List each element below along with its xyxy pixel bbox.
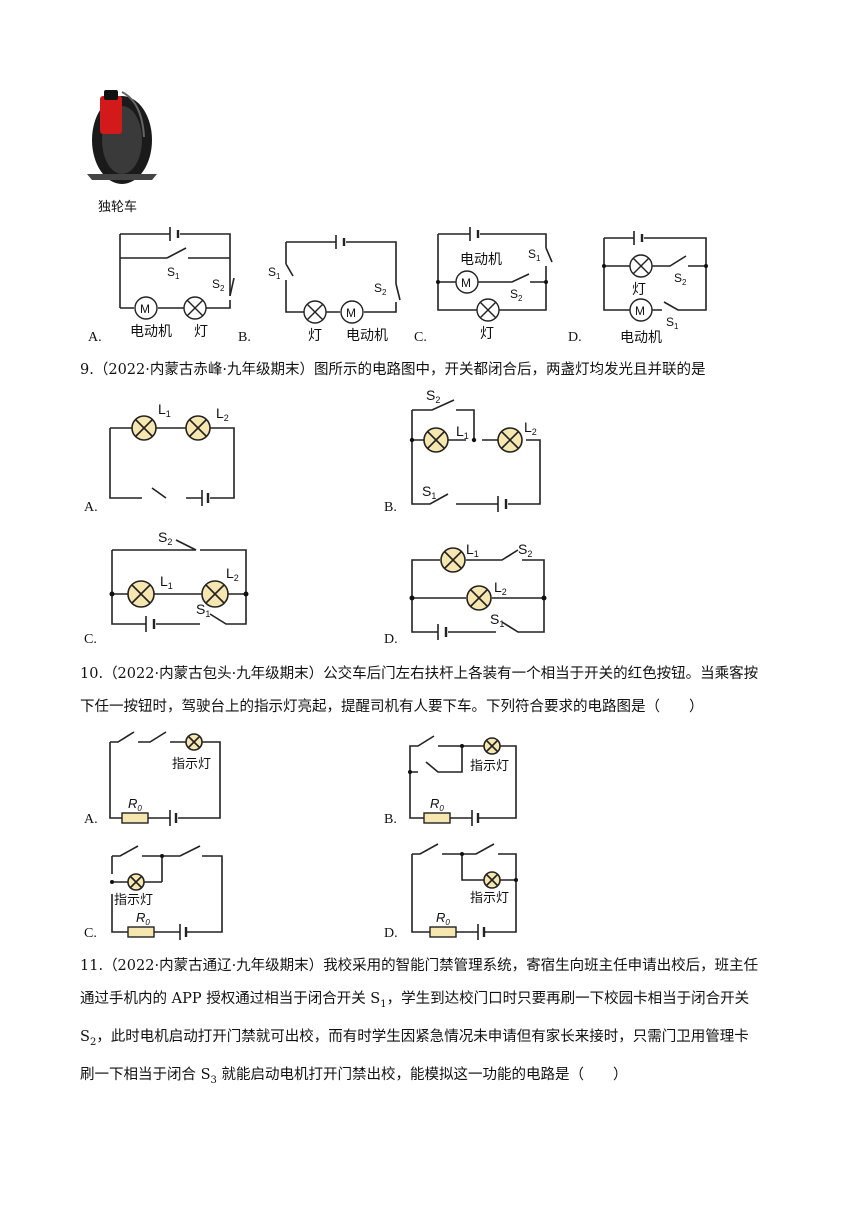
svg-text:指示灯: 指示灯 [172, 756, 211, 771]
svg-text:指示灯: 指示灯 [470, 890, 509, 905]
svg-text:R0: R0 [430, 796, 444, 813]
svg-text:L2: L2 [216, 405, 229, 423]
svg-text:S2: S2 [374, 281, 387, 297]
q9-option-b-label[interactable]: B. [384, 500, 397, 515]
q8-option-a-diagram: M S1 S2 电动机 灯 [119, 227, 235, 339]
unicycle-caption: 独轮车 [98, 200, 138, 215]
q8-option-d-label[interactable]: D. [568, 330, 582, 345]
q8-option-c-label[interactable]: C. [414, 330, 427, 345]
svg-text:S2: S2 [674, 271, 687, 287]
svg-text:L2: L2 [524, 419, 537, 437]
q10-option-a-label[interactable]: A. [84, 812, 98, 827]
svg-text:L1: L1 [466, 541, 479, 559]
q10-option-c-label[interactable]: C. [84, 926, 97, 941]
svg-text:S2: S2 [212, 277, 225, 293]
svg-text:L2: L2 [494, 579, 507, 597]
svg-text:S2: S2 [426, 387, 440, 405]
svg-text:指示灯: 指示灯 [114, 892, 153, 907]
q9-option-c-diagram: S2 L1 L2 S1 [109, 529, 249, 632]
svg-text:电动机: 电动机 [130, 323, 172, 339]
svg-text:电动机: 电动机 [460, 251, 502, 267]
q8-option-b-diagram: M S1 S2 灯 电动机 [268, 235, 401, 343]
svg-text:M: M [635, 304, 645, 318]
svg-text:R0: R0 [136, 910, 150, 927]
svg-text:L1: L1 [158, 401, 171, 419]
svg-text:M: M [461, 276, 471, 290]
q10-option-b-label[interactable]: B. [384, 812, 397, 827]
svg-text:S2: S2 [158, 529, 172, 547]
question-11-stem: 11.（2022·内蒙古通辽·九年级期末）我校采用的智能门禁管理系统，寄宿生向班… [80, 958, 759, 1086]
svg-text:R0: R0 [128, 796, 142, 813]
svg-text:S1: S1 [666, 315, 679, 331]
q8-option-b-label[interactable]: B. [238, 330, 251, 345]
q8-option-a-label[interactable]: A. [88, 330, 102, 345]
svg-text:电动机: 电动机 [620, 329, 662, 345]
svg-text:S1: S1 [528, 247, 541, 263]
svg-text:指示灯: 指示灯 [470, 758, 509, 773]
question-9-stem: 9.（2022·内蒙古赤峰·九年级期末）图所示的电路图中，开关都闭合后，两盏灯均… [80, 362, 706, 378]
q8-option-c-diagram: M 电动机 S1 S2 灯 [436, 227, 553, 341]
unicycle-image [87, 90, 157, 184]
svg-text:灯: 灯 [194, 323, 208, 339]
q10-option-d-diagram: 指示灯 R0 [411, 843, 518, 940]
q9-option-a-label[interactable]: A. [84, 500, 98, 515]
svg-text:M: M [346, 306, 356, 320]
q9-option-d-diagram: L1 S2 L2 S1 [409, 541, 547, 640]
q10-option-b-diagram: 指示灯 R0 [408, 735, 517, 826]
q9-option-a-diagram: L1 L2 [109, 401, 235, 506]
svg-text:S1: S1 [167, 265, 180, 281]
svg-text:L2: L2 [226, 565, 239, 583]
q10-option-d-label[interactable]: D. [384, 926, 398, 941]
svg-text:L1: L1 [456, 423, 469, 441]
q9-option-d-label[interactable]: D. [384, 632, 398, 647]
question-10-stem: 10.（2022·内蒙古包头·九年级期末）公交车后门左右扶杆上各装有一个相当于开… [80, 666, 759, 715]
q8-option-d-diagram: M 灯 S2 S1 电动机 [602, 231, 708, 345]
svg-text:S1: S1 [490, 611, 504, 629]
q9-option-b-diagram: S2 L1 L2 S1 [409, 387, 541, 512]
svg-text:灯: 灯 [480, 325, 494, 341]
svg-text:R0: R0 [436, 910, 450, 927]
q10-option-a-diagram: 指示灯 R0 [109, 731, 221, 826]
q10-option-c-diagram: 指示灯 R0 [110, 845, 223, 940]
svg-text:S1: S1 [422, 483, 436, 501]
svg-text:S2: S2 [518, 541, 532, 559]
svg-text:S1: S1 [268, 265, 281, 281]
svg-text:电动机: 电动机 [346, 327, 388, 343]
svg-text:L1: L1 [160, 573, 173, 591]
svg-text:S2: S2 [510, 287, 523, 303]
svg-text:灯: 灯 [632, 281, 646, 297]
svg-text:M: M [140, 302, 150, 316]
q9-option-c-label[interactable]: C. [84, 632, 97, 647]
svg-text:灯: 灯 [308, 327, 322, 343]
